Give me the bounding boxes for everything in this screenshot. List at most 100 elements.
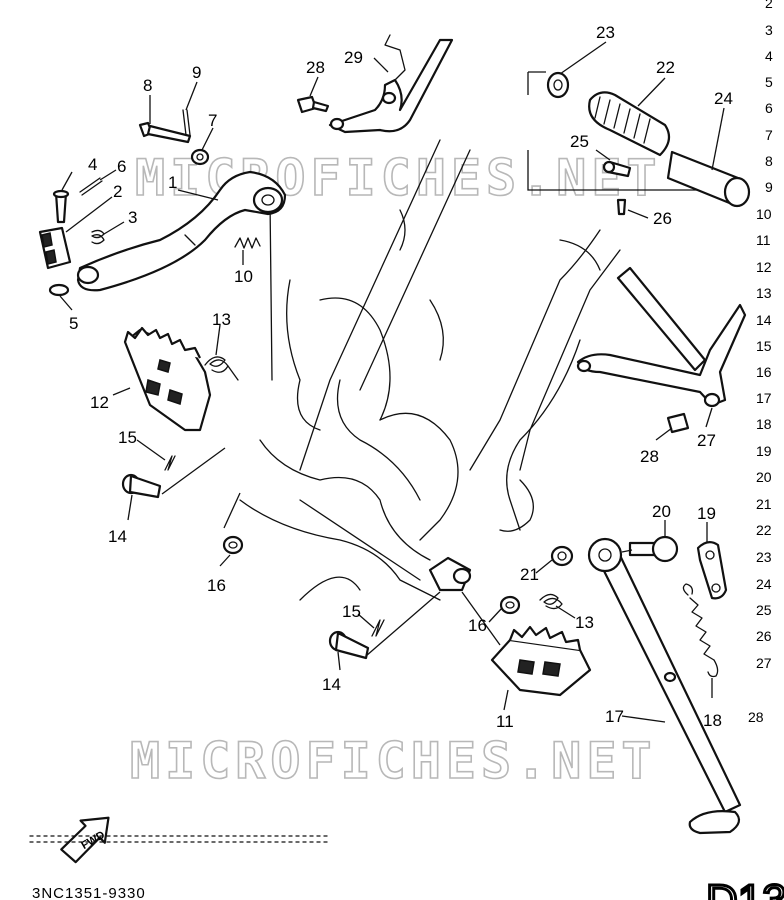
spring-13-right [539,593,563,610]
callout-22: 22 [656,58,675,77]
washer-5 [48,283,70,297]
row-number: 16 [756,364,772,380]
scan-noise [29,835,331,843]
bolt-20 [628,535,679,563]
row-number: 28 [748,709,764,725]
cotter-pin [79,177,103,196]
callout-15-right: 15 [342,602,361,621]
leader-lines [59,41,725,723]
row-number: 22 [756,522,772,538]
forward-arrow-icon: FWD [60,816,110,864]
callout-2: 2 [113,182,122,201]
cotter-9 [182,109,191,136]
washer-16-right [499,595,521,615]
footrest-12 [123,326,212,432]
pin-15-right [371,619,385,637]
row-number: 5 [765,74,773,90]
row-number: 26 [756,628,772,644]
washer-23 [546,71,570,99]
callout-20: 20 [652,502,671,521]
row-number: 14 [756,312,772,328]
row-number: 7 [765,127,773,143]
row-number: 13 [756,285,772,301]
grip-tube-24 [666,150,751,208]
part-code: 3NC1351-9330 [32,885,146,900]
row-number: 10 [756,206,772,222]
bracket-29 [328,34,454,134]
bracket-mount [428,556,472,592]
brake-pedal [76,170,287,292]
row-number: 15 [756,338,772,354]
callout-8: 8 [143,76,152,95]
callout-6: 6 [117,157,126,176]
callout-5: 5 [69,314,78,333]
row-number: 6 [765,100,773,116]
rubber-grip-22 [588,91,671,157]
row-number: 23 [756,549,772,565]
row-number: 4 [765,48,773,64]
callout-14-left: 14 [108,527,127,546]
frame-outline [239,139,621,601]
footrest-11 [490,625,592,697]
row-number: 9 [765,179,773,195]
callout-23: 23 [596,23,615,42]
page-id: D13 [706,876,784,900]
callout-13-right: 13 [575,613,594,632]
callout-29: 29 [344,48,363,67]
callout-17: 17 [605,707,624,726]
bolt-28-top [296,95,330,114]
callout-28-right: 28 [640,447,659,466]
callout-26: 26 [653,209,672,228]
row-number: 8 [765,153,773,169]
callout-19: 19 [697,504,716,523]
row-number: 17 [756,390,772,406]
callout-10: 10 [234,267,253,286]
callout-16-right: 16 [468,616,487,635]
row-number: 27 [756,655,772,671]
callout-24: 24 [714,89,733,108]
spring-3 [91,229,105,245]
callout-27: 27 [697,431,716,450]
watermark-bottom: MICROFICHES.NET [130,732,657,790]
row-number: 11 [756,232,771,248]
row-number: 20 [756,469,772,485]
spring-13-left [204,356,239,381]
callout-21: 21 [520,565,539,584]
brake-pedal-tip [38,226,72,270]
sidestand-17 [587,537,742,835]
bolt-28-right [666,412,690,434]
row-number: 18 [756,416,772,432]
spring-18 [682,583,719,678]
callout-1: 1 [168,173,177,192]
pin-14-right [328,630,370,660]
bushing-21 [550,545,574,567]
callout-15-left: 15 [118,428,137,447]
washer-16-left [222,535,244,555]
bracket-27 [576,266,747,408]
row-index: 2 3 4 5 6 7 8 9 10 11 12 13 14 15 16 17 … [748,0,773,725]
pin-15-left [164,455,176,471]
callout-18: 18 [703,711,722,730]
row-number: 12 [756,259,772,275]
callout-16-left: 16 [207,576,226,595]
callout-25: 25 [570,132,589,151]
callout-labels: 1 2 3 4 5 6 7 8 9 10 11 12 13 13 14 14 1… [69,23,733,731]
row-number: 24 [756,576,772,592]
screw-26 [616,198,627,216]
pin-14-left [121,473,162,499]
row-number: 25 [756,602,772,618]
row-number: 3 [765,22,773,38]
plate-19 [696,541,728,600]
pin-25 [602,160,632,178]
callout-4: 4 [88,155,97,174]
row-number: 19 [756,443,772,459]
bolt-8 [138,121,192,144]
callout-28-top: 28 [306,58,325,77]
clevis-pin [52,189,70,224]
callout-14-right: 14 [322,675,341,694]
washer-7 [190,148,210,166]
callout-9: 9 [192,63,201,82]
callout-7: 7 [208,111,217,130]
row-number: 21 [756,496,772,512]
